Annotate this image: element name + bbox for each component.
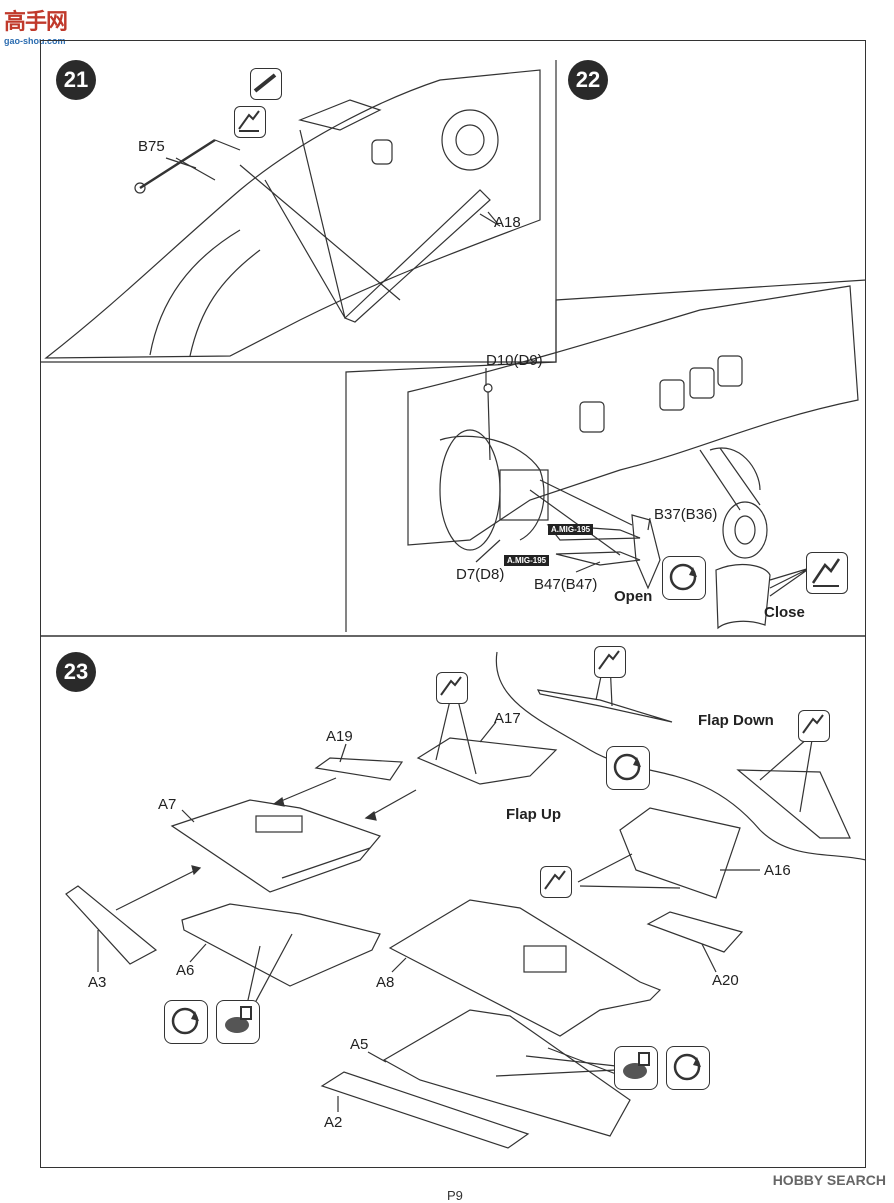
glue-icon [234,106,266,138]
paint-code-tag: A.MIG-195 [504,555,550,566]
paint-icon [250,68,282,100]
part-label-d10-d9: D10(D9) [486,352,543,369]
part-label-d7-d8: D7(D8) [456,566,505,583]
glue-icon [798,710,830,742]
part-label-b47-b47: B47(B47) [534,576,598,593]
part-label-a6: A6 [176,962,195,979]
page-number: P9 [447,1188,463,1203]
glue-icon [594,646,626,678]
part-label-a19: A19 [326,728,353,745]
part-label-a2: A2 [324,1114,343,1131]
part-label-b37-b36: B37(B36) [654,506,718,523]
source-watermark: HOBBY SEARCH [772,1172,886,1188]
option-flap-down-label: Flap Down [698,712,774,729]
part-label-a5: A5 [350,1036,369,1053]
paint-icon [614,1046,658,1090]
rotate-icon [666,1046,710,1090]
page-frame [40,40,866,1168]
part-label-a7: A7 [158,796,177,813]
glue-icon [436,672,468,704]
paint-icon [216,1000,260,1044]
step-23-badge: 23 [56,652,96,692]
rotate-icon [606,746,650,790]
option-open-label: Open [614,588,653,605]
part-label-a20: A20 [712,972,739,989]
rotate-icon [662,556,706,600]
step-21-badge: 21 [56,60,96,100]
paint-code-tag: A.MIG-195 [548,524,594,535]
part-label-a18: A18 [494,214,521,231]
part-label-b75: B75 [138,138,165,155]
option-flap-up-label: Flap Up [506,806,561,823]
part-label-a16: A16 [764,862,791,879]
site-url: gao-shou.com [4,36,66,46]
part-label-a3: A3 [88,974,107,991]
part-label-a17: A17 [494,710,521,727]
step-22-badge: 22 [568,60,608,100]
rotate-icon [164,1000,208,1044]
glue-icon [540,866,572,898]
site-watermark: 高手网 gao-shou.com [4,4,68,46]
glue-icon [806,552,848,594]
part-label-a8: A8 [376,974,395,991]
site-name: 高手网 [4,9,68,34]
option-close-label: Close [764,604,805,621]
